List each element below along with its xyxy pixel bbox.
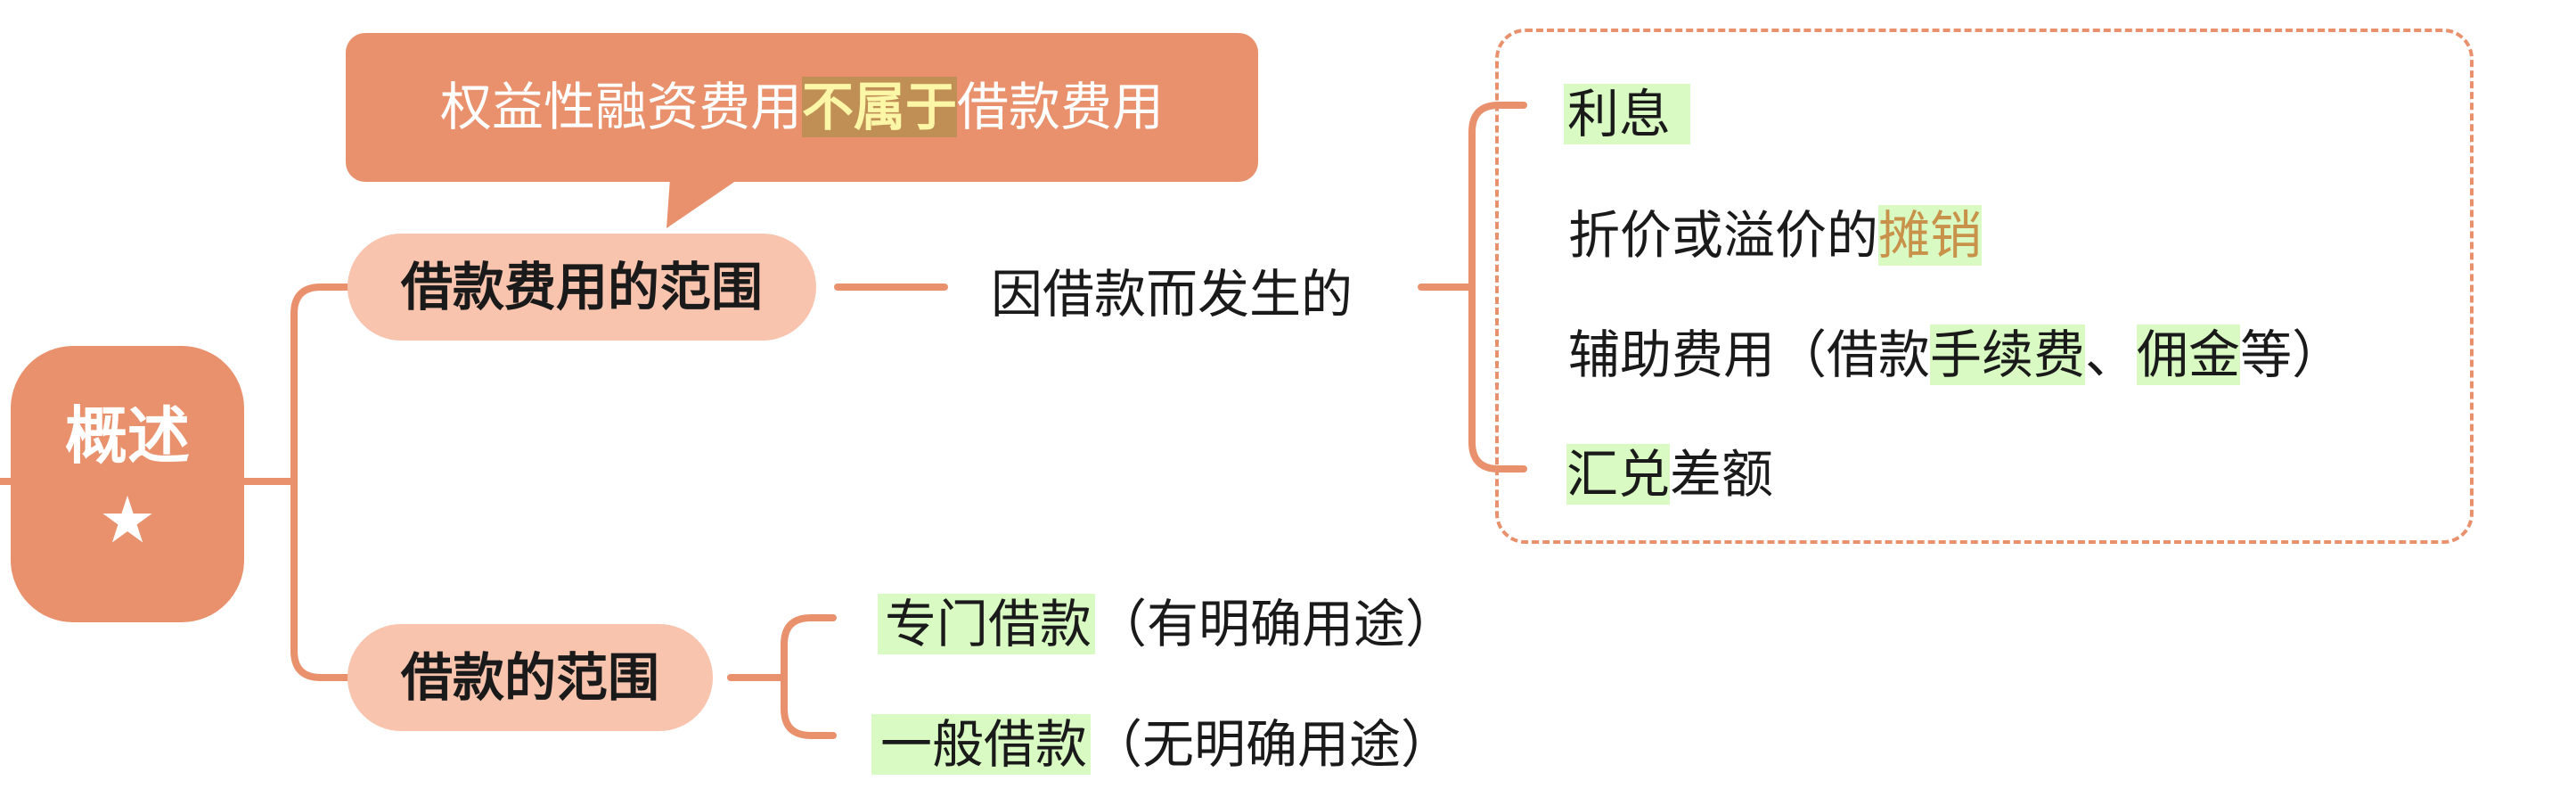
- callout-highlight: 不属于: [801, 77, 957, 137]
- callout-text-pre: 权益性融资费用: [439, 77, 802, 137]
- item-special-note: （有明确用途）: [1095, 594, 1458, 654]
- item-auxiliary-costs[interactable]: 辅助费用（借款手续费、佣金等）: [1568, 319, 2343, 390]
- branch-loan-scope[interactable]: 借款的范围: [348, 624, 714, 731]
- item-interest-label: 利息: [1564, 84, 1691, 144]
- branch-cost-scope-label: 借款费用的范围: [401, 257, 764, 317]
- item-general-note: （无明确用途）: [1091, 714, 1453, 775]
- root-title: 概述: [65, 399, 190, 473]
- item-general-loan[interactable]: 一般借款（无明确用途）: [871, 709, 1452, 780]
- item-interest[interactable]: 利息: [1564, 78, 1691, 150]
- node-arise-from-loan-label: 因借款而发生的: [991, 264, 1353, 325]
- branch-loan-scope-label: 借款的范围: [401, 647, 660, 708]
- item-special-highlight: 专门借款: [878, 594, 1096, 654]
- item-aux-highlight-fee: 手续费: [1930, 325, 2086, 385]
- item-special-loan[interactable]: 专门借款（有明确用途）: [878, 588, 1457, 660]
- item-exchange-difference[interactable]: 汇兑差额: [1566, 439, 1773, 510]
- item-aux-text-mid: 、: [2085, 325, 2138, 385]
- root-node-overview[interactable]: 概述 ★: [11, 346, 244, 622]
- branch-cost-scope[interactable]: 借款费用的范围: [348, 234, 817, 341]
- item-fx-highlight: 汇兑: [1566, 444, 1671, 505]
- item-discount-amortization[interactable]: 折价或溢价的摊销: [1568, 200, 1983, 271]
- item-aux-text-post: 等）: [2240, 325, 2344, 385]
- node-arise-from-loan[interactable]: 因借款而发生的: [991, 259, 1353, 330]
- item-aux-text-pre: 辅助费用（借款: [1568, 325, 1931, 385]
- item-general-highlight: 一般借款: [871, 714, 1092, 775]
- cost-items-group: [1495, 29, 2474, 544]
- star-icon: ★: [98, 482, 157, 557]
- item-aux-highlight-commission: 佣金: [2137, 325, 2241, 385]
- item-discount-highlight: 摊销: [1878, 205, 1983, 266]
- note-callout: 权益性融资费用不属于借款费用: [346, 33, 1258, 182]
- callout-text-post: 借款费用: [957, 77, 1165, 137]
- item-fx-text: 差额: [1670, 444, 1774, 505]
- item-discount-text: 折价或溢价的: [1568, 205, 1879, 266]
